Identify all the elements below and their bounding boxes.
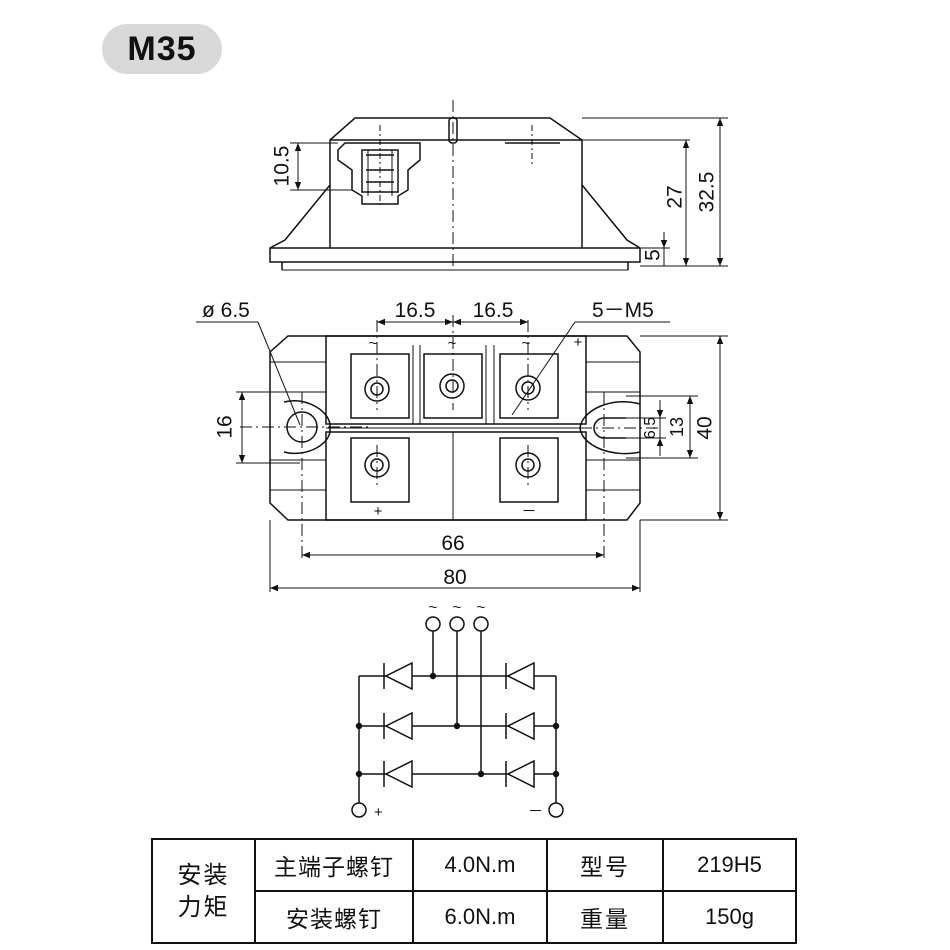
- bridge-schematic: [351, 616, 564, 818]
- dim-side-total-height: 32.5: [696, 172, 719, 213]
- dim-hole-diameter: ø 6.5: [202, 299, 250, 322]
- dim-side-base-height: 5: [642, 249, 665, 261]
- model-label: 型号: [546, 838, 664, 892]
- mounting-slot-right: [593, 417, 626, 439]
- spec-row-mounting-screw: 安装螺钉 6.0N.m 重量 150g: [152, 890, 797, 944]
- dc-minus-terminal: [548, 802, 564, 818]
- torque-label-line1: 安装: [177, 861, 230, 889]
- schematic-ac-label-2: ~: [453, 599, 462, 616]
- diode-right-3: [505, 759, 535, 789]
- dc-plus-terminal: [351, 802, 367, 818]
- ac-terminal-2: [449, 616, 465, 632]
- terminal-mark-ac2: ~: [448, 335, 457, 352]
- side-view-dimensions: [290, 117, 728, 267]
- dim-side-screw-height: 10.5: [271, 146, 294, 187]
- dim-slot-width: 6.5: [642, 417, 659, 439]
- dim-overall-height: 40: [694, 416, 717, 439]
- dim-terminal-pitch-right: 16.5: [473, 299, 514, 322]
- dim-mount-spacing: 66: [441, 532, 464, 555]
- diode-right-2: [505, 711, 535, 741]
- ac-terminal-1: [425, 616, 441, 632]
- terminal-pad-plus: [350, 437, 410, 503]
- terminal-pad-minus: [499, 437, 559, 503]
- model-title: M35: [127, 29, 197, 68]
- main-terminal-value: 4.0N.m: [412, 838, 548, 892]
- diode-left-1: [383, 661, 413, 691]
- weight-value: 150g: [662, 890, 797, 944]
- schematic-plus-label: +: [374, 804, 383, 821]
- terminal-block-top: [325, 335, 587, 425]
- dim-terminal-screws: 5－M5: [592, 299, 654, 322]
- terminal-block-bottom: [325, 431, 587, 521]
- schematic-nodes: [355, 672, 560, 778]
- terminal-mark-ac1: ~: [369, 335, 378, 352]
- terminal-pad-ac1: [350, 353, 410, 419]
- module-drawing: 10.5 27 32.5 5: [196, 100, 728, 821]
- dim-terminal-pitch-left: 16.5: [395, 299, 436, 322]
- diode-left-2: [383, 711, 413, 741]
- dim-overall-length: 80: [443, 566, 466, 589]
- dim-hole-spacing: 16: [214, 415, 237, 438]
- schematic-minus-label: －: [528, 803, 543, 820]
- terminal-mark-plus-top: +: [574, 334, 583, 351]
- terminal-mark-minus: －: [521, 503, 536, 520]
- top-view-dimensions: [196, 318, 728, 592]
- mounting-screw-value: 6.0N.m: [412, 890, 548, 944]
- schematic-ac-label-3: ~: [477, 599, 486, 616]
- dim-side-body-height: 27: [664, 185, 687, 208]
- main-terminal-label: 主端子螺钉: [254, 838, 414, 892]
- diode-left-3: [383, 759, 413, 789]
- spec-table: 安装 力矩 主端子螺钉 4.0N.m 型号 219H5 安装螺钉 6.0N.m …: [151, 838, 797, 944]
- mounting-screw-label: 安装螺钉: [254, 890, 414, 944]
- top-view-outline: [269, 335, 641, 521]
- model-badge: M35: [102, 24, 222, 74]
- ac-terminal-3: [473, 616, 489, 632]
- spec-row-main-terminal: 安装 力矩 主端子螺钉 4.0N.m 型号 219H5: [151, 838, 797, 944]
- side-view: [269, 100, 641, 271]
- terminal-mark-plus: +: [374, 503, 383, 520]
- terminal-mark-ac3: ~: [522, 335, 531, 352]
- torque-label-line2: 力矩: [177, 893, 230, 921]
- dim-slot-height: 13: [667, 417, 687, 437]
- torque-label: 安装 力矩: [151, 838, 256, 944]
- top-view: [240, 315, 660, 560]
- weight-label: 重量: [546, 890, 664, 944]
- model-value: 219H5: [662, 838, 797, 892]
- terminal-pad-ac3: [499, 353, 559, 419]
- schematic-ac-label-1: ~: [429, 599, 438, 616]
- diode-right-1: [505, 661, 535, 691]
- side-view-screw: [337, 125, 421, 205]
